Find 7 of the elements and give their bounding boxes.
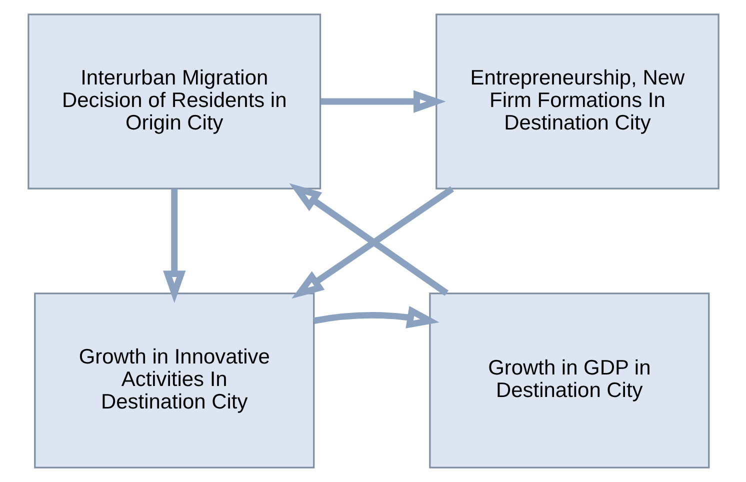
arrow bbox=[320, 90, 446, 113]
arrow bbox=[312, 306, 439, 328]
node-box: Growth in Innovative Activities In Destination City bbox=[34, 292, 314, 468]
arrow bbox=[162, 188, 186, 303]
node-box: Interurban Migration Decision of Residents in Origin City bbox=[27, 14, 321, 190]
node-box: Growth in GDP in Destination City bbox=[428, 292, 710, 468]
node-box: Entrepreneurship, New Firm Formations In Destination City bbox=[435, 14, 719, 190]
